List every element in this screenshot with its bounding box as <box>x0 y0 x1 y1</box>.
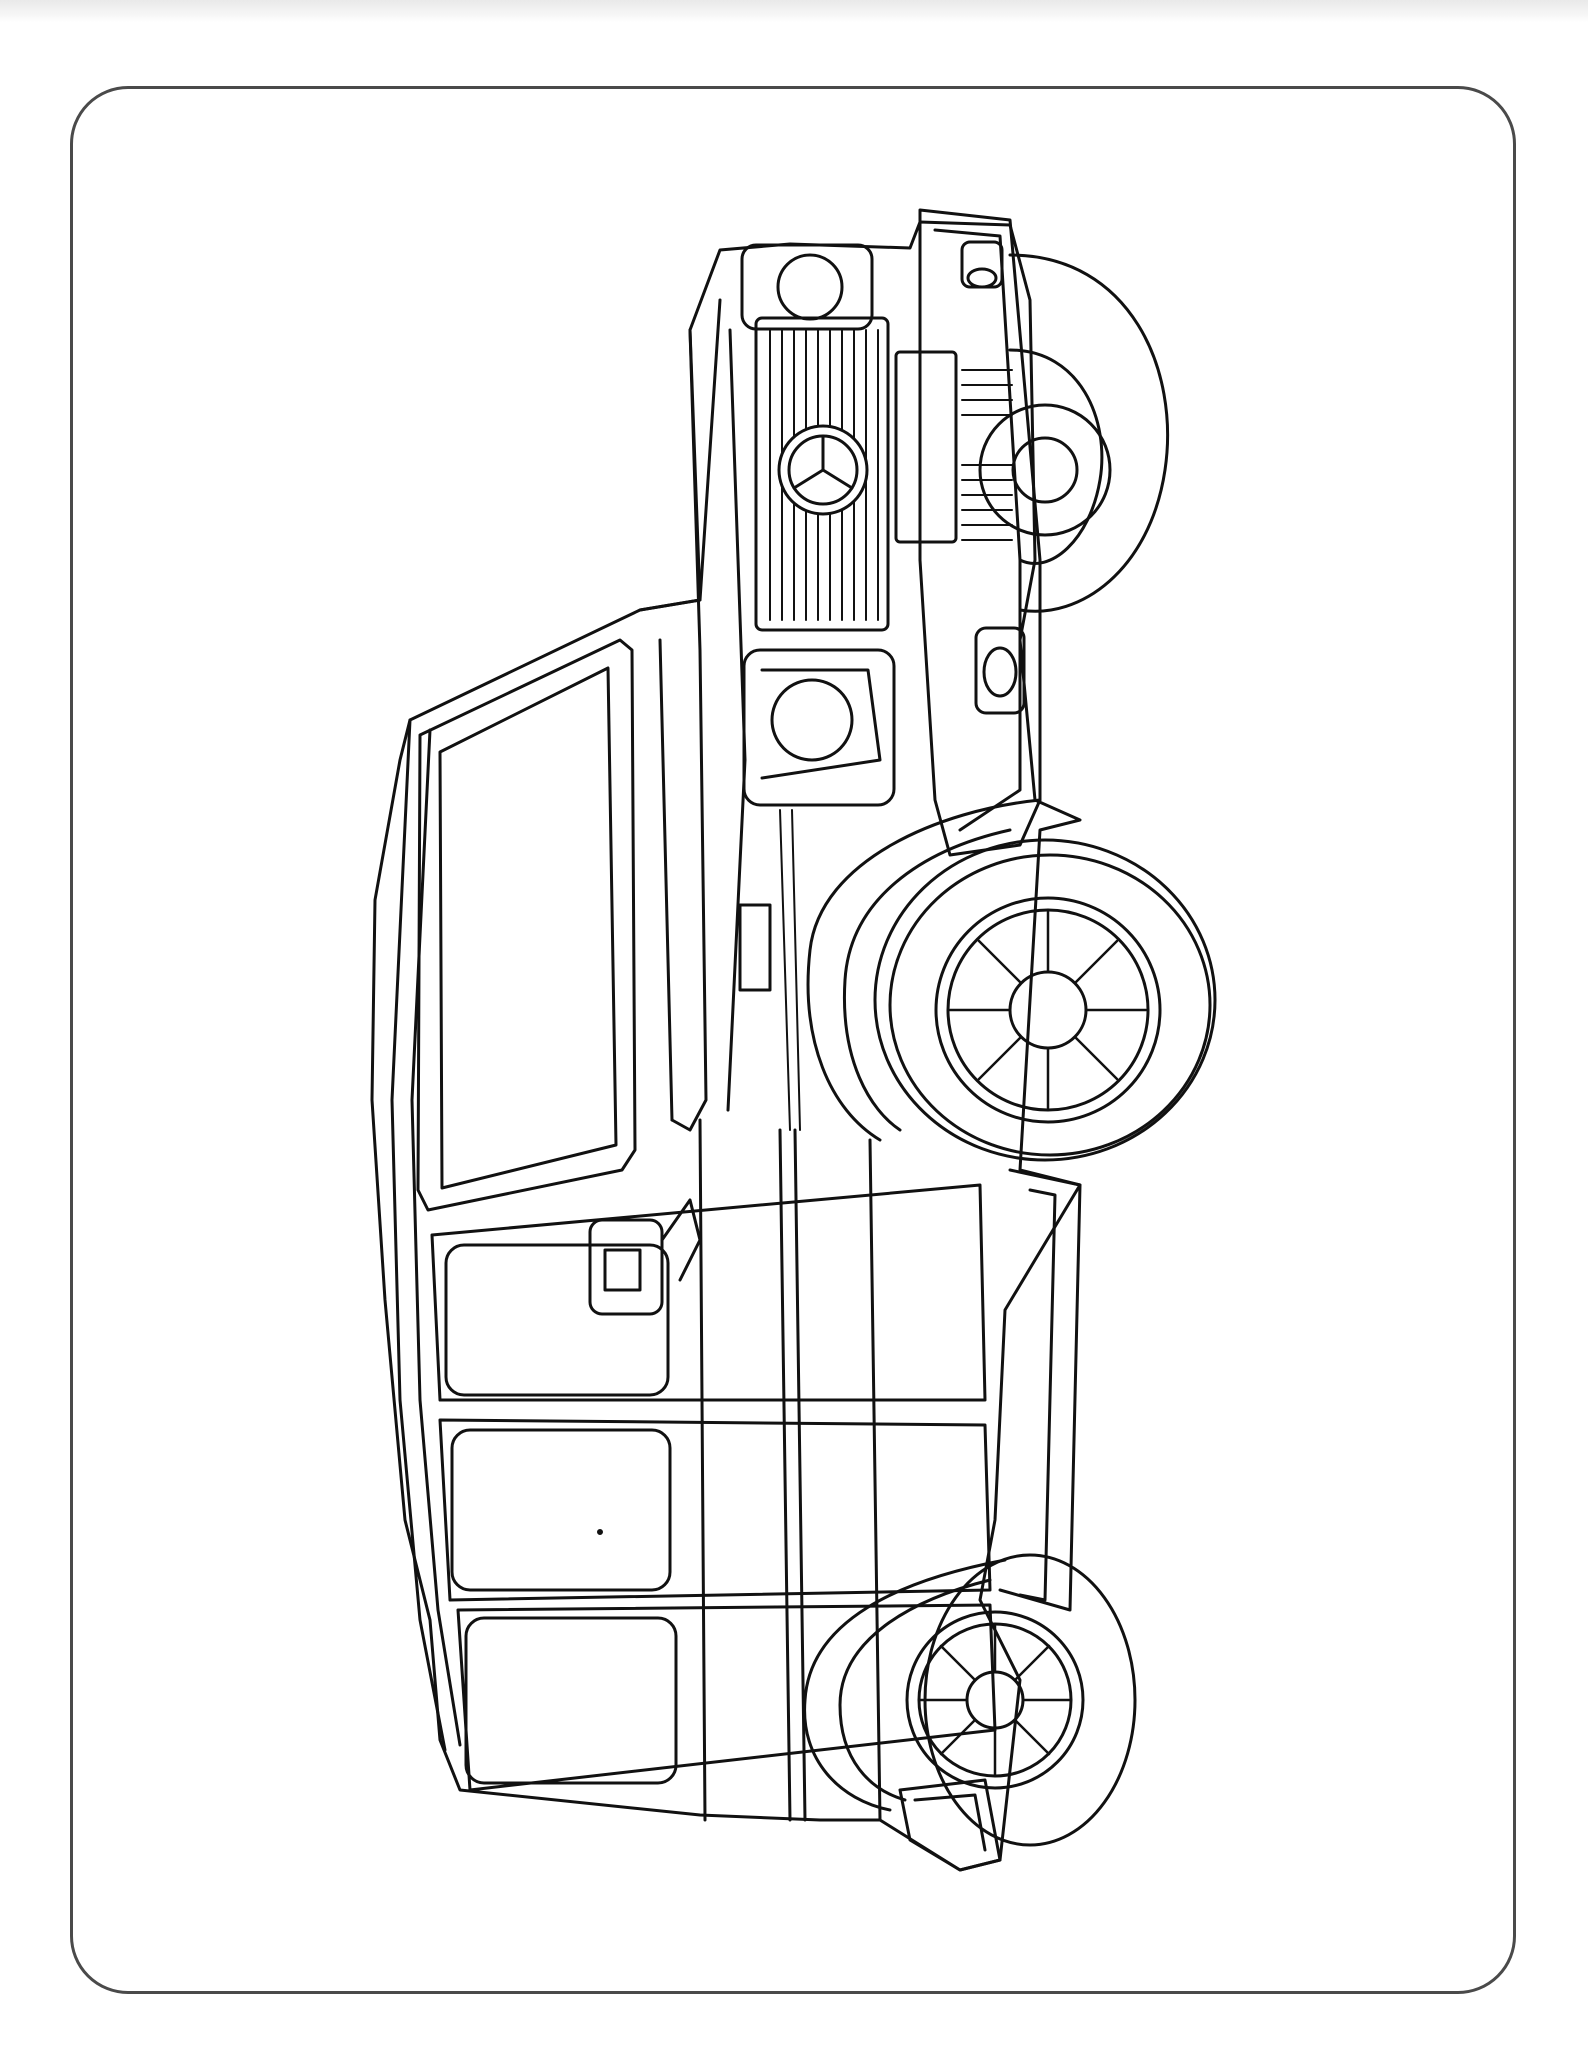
front-wheel-main <box>808 800 1215 1160</box>
headlight-bottom <box>772 680 852 760</box>
fog-light-bottom <box>976 628 1024 713</box>
headlight-bottom-detail <box>762 670 880 778</box>
front-door-window <box>446 1245 668 1395</box>
side-mirror <box>590 1220 662 1314</box>
bodyline-1 <box>780 1130 790 1820</box>
front-door <box>432 1185 985 1400</box>
fog-light-bottom-lens <box>984 648 1016 696</box>
rear-quarter <box>458 1605 995 1790</box>
side-trim <box>780 810 790 1130</box>
rim-rear <box>907 1612 1083 1788</box>
rear-door-window <box>452 1430 670 1590</box>
hood-center <box>660 640 672 1120</box>
running-board <box>1000 1170 1080 1610</box>
fog-light-top-lens <box>968 269 996 287</box>
side-mirror-glass <box>605 1250 640 1290</box>
intake-slats <box>962 370 1012 540</box>
hood-edge-2 <box>728 330 745 1110</box>
bodyline-3 <box>870 1140 880 1820</box>
headlight-bottom-housing <box>744 650 894 805</box>
rear-bumper-inner <box>915 1795 985 1850</box>
spokes-rear <box>919 1624 1071 1776</box>
roof-line <box>392 720 445 1750</box>
hood-edge <box>672 330 706 1130</box>
windshield-inner <box>440 668 616 1188</box>
headlight-top <box>778 255 842 319</box>
coloring-page-frame <box>70 86 1516 1994</box>
side-trim-2 <box>792 810 800 1130</box>
winch-plate <box>896 352 956 542</box>
top-edge-shadow <box>0 0 1588 22</box>
body-outline <box>372 222 1080 1870</box>
rim-main <box>936 898 1160 1122</box>
spokes-main <box>950 912 1146 1108</box>
running-board-inner <box>1020 1190 1055 1600</box>
side-badge <box>740 905 770 990</box>
rear-bumper <box>900 1780 1000 1870</box>
front-bumper-inner <box>935 230 1020 830</box>
side-mirror-arm <box>662 1200 700 1280</box>
fender-front <box>808 800 1040 1140</box>
front-bumper <box>920 210 1040 855</box>
hood-left <box>640 300 720 610</box>
windshield <box>418 640 635 1210</box>
beltline <box>700 1120 705 1820</box>
rear-wheel <box>805 1555 1135 1845</box>
rear-quarter-window <box>466 1618 676 1783</box>
front-wheel-top <box>980 255 1168 611</box>
fender-rear <box>805 1560 1005 1810</box>
stray-dot <box>599 1531 602 1534</box>
headlight-top-housing <box>742 245 872 329</box>
rear-door <box>440 1420 990 1600</box>
emblem-star <box>794 436 852 488</box>
